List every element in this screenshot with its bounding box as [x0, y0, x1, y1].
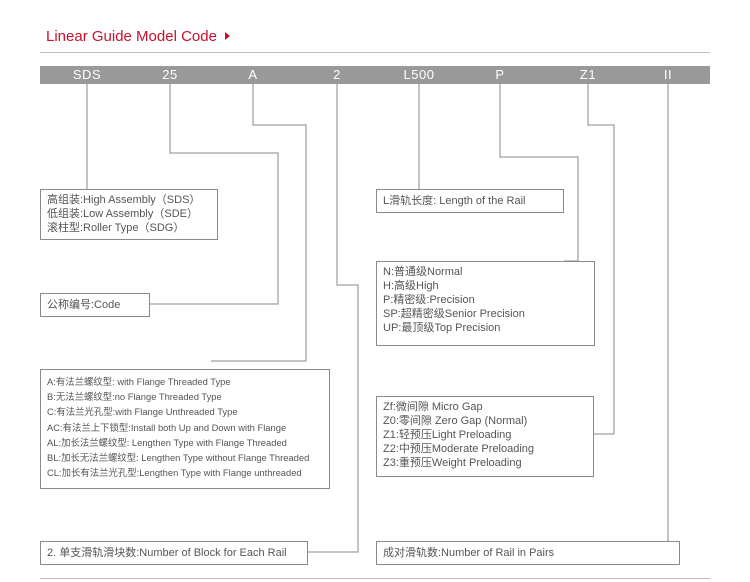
connector-blocks — [308, 84, 359, 553]
flange-line-a: A:有法兰螺纹型: with Flange Threaded Type — [47, 376, 231, 387]
model-code-bar — [40, 66, 710, 84]
page-title: Linear Guide Model Code — [46, 28, 230, 45]
flange-line-al: AL:加长法兰螺纹型: Lengthen Type with Flange Th… — [47, 436, 287, 448]
block-count-box: 2. 单支滑轨滑块数:Number of Block for Each Rail — [40, 541, 308, 565]
precision-line-sp: SP:超精密级Senior Precision — [383, 308, 525, 320]
code-segment-blocks: 2 — [333, 67, 341, 82]
rail-length-box: L滑轨长度: Length of the Rail — [376, 189, 564, 213]
flange-type-box: A:有法兰螺纹型: with Flange Threaded Type B:无法… — [40, 369, 330, 489]
precision-line-h: H:高级High — [383, 280, 439, 292]
flange-line-b: B:无法兰螺纹型:no Flange Threaded Type — [47, 391, 222, 403]
preload-box: Zf:微间隙 Micro Gap Z0:零间隙 Zero Gap (Normal… — [376, 396, 594, 477]
code-segment-pairs: II — [663, 67, 673, 82]
precision-box: N:普通级Normal H:高级High P:精密级:Precision SP:… — [376, 261, 595, 346]
flange-line-c: C:有法兰光孔型:with Flange Unthreaded Type — [47, 406, 238, 418]
connector-size — [150, 84, 279, 305]
assembly-line-high: 高组装:High Assembly（SDS） — [47, 194, 201, 206]
assembly-line-low: 低组装:Low Assembly（SDE） — [47, 208, 198, 220]
triangle-right-icon — [224, 32, 230, 41]
precision-line-p: P:精密级:Precision — [383, 294, 475, 306]
connector-precision — [499, 84, 579, 262]
code-segment-series: SDS — [72, 67, 102, 82]
assembly-box: 高组装:High Assembly（SDS） 低组装:Low Assembly（… — [40, 189, 218, 240]
code-segment-precision: P — [495, 67, 505, 82]
code-segment-size: 25 — [162, 67, 178, 82]
code-segment-flange: A — [248, 67, 258, 82]
top-divider — [40, 52, 710, 53]
precision-line-n: N:普通级Normal — [383, 266, 463, 278]
preload-line-z2: Z2:中预压Moderate Preloading — [383, 443, 535, 455]
preload-line-z3: Z3:重预压Weight Preloading — [383, 457, 522, 469]
assembly-line-roller: 滚柱型:Roller Type（SDG） — [47, 222, 185, 234]
flange-line-ac: AC:有法兰上下锁型:Install both Up and Down with… — [47, 421, 287, 433]
connector-flange — [211, 84, 307, 362]
rail-length-text: L滑轨长度: Length of the Rail — [383, 195, 526, 207]
flange-line-bl: BL:加长无法兰螺纹型: Lengthen Type without Flang… — [47, 452, 310, 464]
preload-line-z1: Z1:轻预压Light Preloading — [383, 429, 512, 441]
code-box: 公称编号:Code — [40, 293, 150, 317]
rail-pairs-box: 成对滑轨数:Number of Rail in Pairs — [376, 541, 680, 565]
block-count-text: 2. 单支滑轨滑块数:Number of Block for Each Rail — [47, 547, 287, 559]
rail-pairs-text: 成对滑轨数:Number of Rail in Pairs — [383, 547, 555, 559]
code-segment-length: L500 — [403, 67, 435, 82]
bottom-divider — [40, 578, 710, 579]
preload-line-zf: Zf:微间隙 Micro Gap — [383, 401, 483, 413]
connector-preload — [587, 84, 615, 435]
preload-line-z0: Z0:零间隙 Zero Gap (Normal) — [383, 415, 528, 427]
code-segment-preload: Z1 — [579, 67, 597, 82]
precision-line-up: UP:最顶级Top Precision — [383, 322, 501, 334]
flange-line-cl: CL:加长有法兰光孔型:Lengthen Type with Flange un… — [47, 467, 302, 479]
code-box-text: 公称编号:Code — [47, 299, 121, 311]
title-text: Linear Guide Model Code — [46, 28, 217, 45]
